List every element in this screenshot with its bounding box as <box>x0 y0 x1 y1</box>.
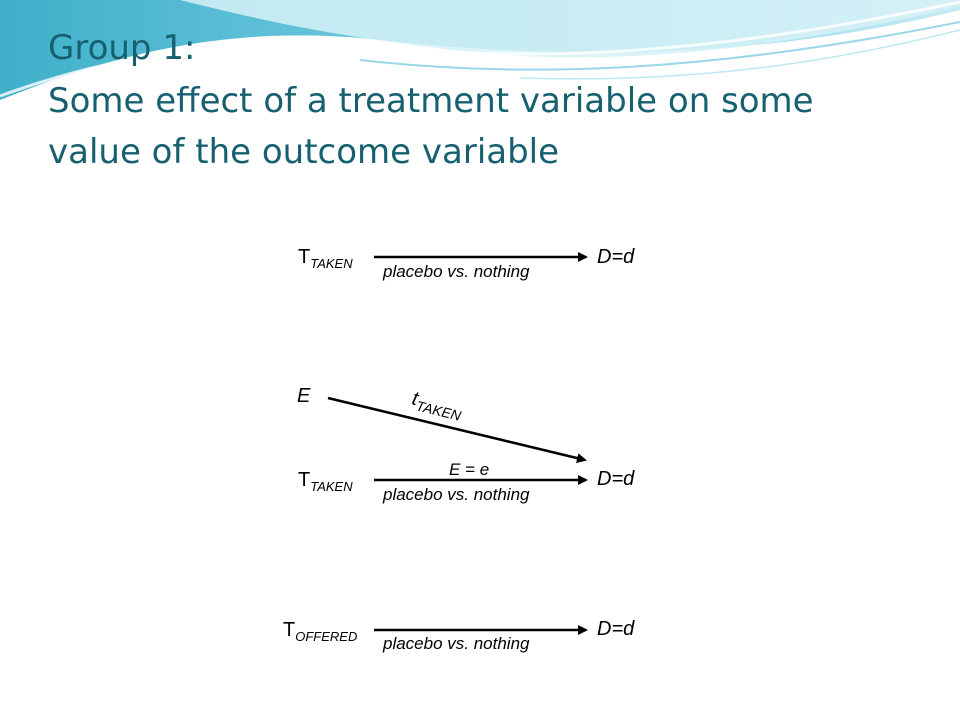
diagram-1: TTAKEN placebo vs. nothing D=d <box>298 246 635 281</box>
diagram-1-edge-label: placebo vs. nothing <box>382 262 530 281</box>
diagram-2-confounder-arrow <box>327 396 587 463</box>
wave-band-light <box>180 0 960 58</box>
diagram-2: E tTAKEN TTAKEN E = e placebo vs. nothin… <box>297 385 635 504</box>
diagram-3-source-node: TOFFERED <box>283 619 357 644</box>
title-line-2: Some effect of a treatment variable on s… <box>48 81 814 121</box>
wave-line-3 <box>519 29 960 80</box>
diagram-2-target-node: D=d <box>597 468 635 490</box>
diagram-3-target-node: D=d <box>597 618 635 640</box>
diagram-1-target-node: D=d <box>597 246 635 268</box>
diagram-3-edge-label: placebo vs. nothing <box>382 634 530 653</box>
diagram-1-source-node: TTAKEN <box>298 246 353 271</box>
title-line-3: value of the outcome variable <box>48 132 560 172</box>
diagram-2-source-node: TTAKEN <box>298 469 353 494</box>
diagram-2-edge-label: placebo vs. nothing <box>382 485 530 504</box>
diagram-2-edge-label-top: E = e <box>449 460 489 479</box>
title-line-1: Group 1: <box>48 28 196 68</box>
wave-line-1 <box>0 0 960 98</box>
diagram-3: TOFFERED placebo vs. nothing D=d <box>283 618 635 653</box>
wave-line-2 <box>359 21 960 71</box>
diagram-2-confounder-node: E <box>297 385 311 407</box>
